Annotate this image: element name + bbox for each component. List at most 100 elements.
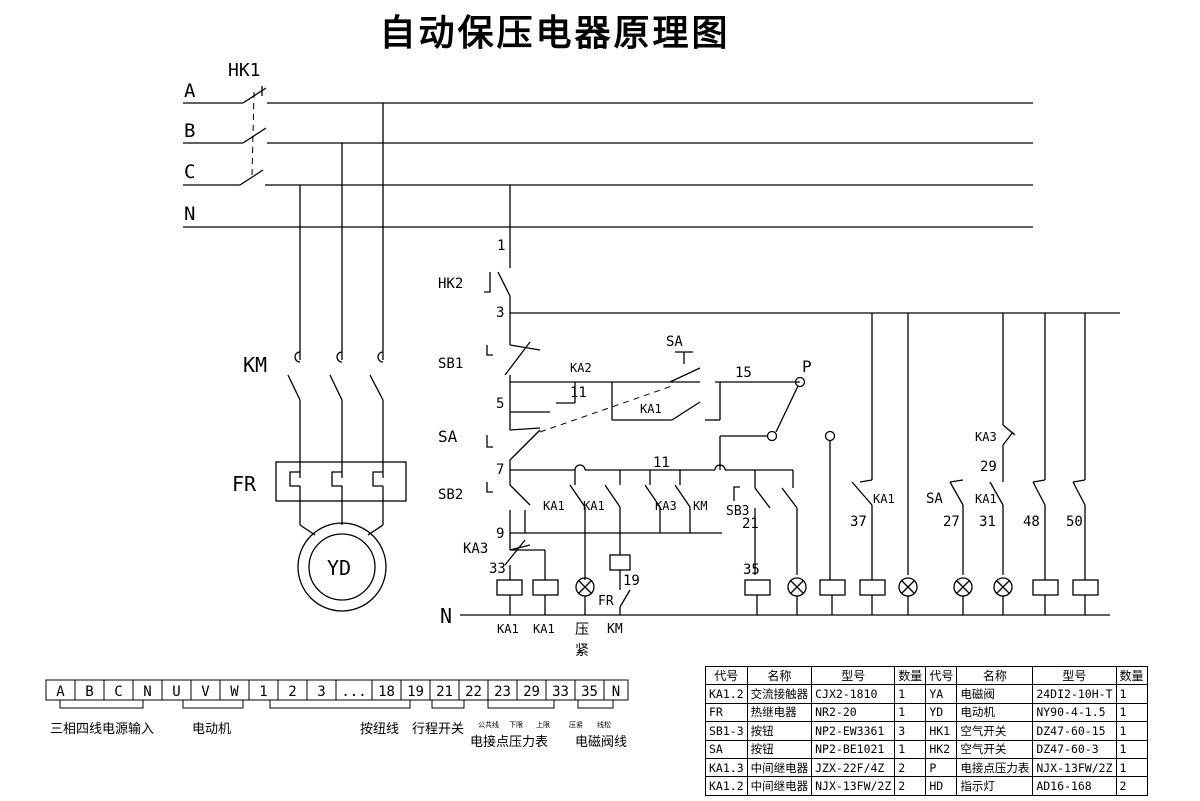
bottom-ya: 压 [575, 622, 589, 638]
bom-header-name2: 名称 [956, 665, 1034, 686]
node-35: 35 [743, 562, 760, 578]
bom-header-qty2: 数量 [1115, 665, 1148, 686]
table-cell: P [925, 757, 958, 778]
label-KA1-upper: KA1 [640, 402, 662, 416]
terminal-cell [603, 679, 629, 701]
node-50: 50 [1066, 514, 1083, 530]
table-cell: NR2-20 [811, 702, 896, 723]
bottom-KA1-b: KA1 [533, 622, 555, 636]
label-A: A [184, 80, 196, 102]
group-sub-loose: 线松 [597, 720, 611, 729]
table-cell: 热继电器 [746, 702, 813, 723]
table-cell: DZ47-60-15 [1032, 721, 1117, 741]
table-cell: DZ47-60-3 [1032, 739, 1117, 759]
table-cell: 指示灯 [956, 776, 1034, 796]
terminal-brackets [59, 700, 614, 709]
table-cell: 1 [894, 739, 927, 759]
table-cell: FR [705, 702, 748, 723]
label-B: B [184, 120, 195, 142]
table-cell: HK2 [925, 739, 958, 759]
terminal-label: C [114, 684, 122, 700]
terminal-label: N [143, 684, 151, 700]
table-cell: 电接点压力表 [956, 757, 1034, 778]
table-cell: 2 [1115, 776, 1148, 796]
group-button: 按纽线 [360, 722, 399, 737]
group-sub-high: 上限 [536, 720, 550, 729]
table-cell: 按钮 [746, 739, 813, 759]
label-P: P [802, 357, 812, 376]
label-SA-right: SA [926, 491, 943, 507]
label-FR-contact: FR [598, 594, 614, 609]
label-KA3-a: KA3 [463, 541, 488, 557]
table-cell: JZX-22F/4Z [811, 757, 896, 778]
group-sub-common: 公共线 [478, 720, 499, 729]
terminal-label: ... [341, 684, 366, 700]
label-HK1: HK1 [228, 60, 261, 81]
label-SB1: SB1 [438, 356, 463, 372]
table-cell: NJX-13FW/2Z [1032, 757, 1117, 778]
table-cell: HK1 [925, 721, 958, 741]
table-cell: 中间继电器 [746, 776, 813, 796]
table-cell: 1 [1115, 739, 1148, 759]
label-SA-top: SA [666, 334, 683, 350]
node-3: 3 [496, 305, 504, 321]
terminal-label: 35 [581, 684, 598, 700]
label-KA1-c: KA1 [583, 499, 605, 513]
label-KM: KM [243, 353, 267, 377]
label-KA2: KA2 [570, 361, 592, 375]
motor-circuit [275, 103, 407, 612]
label-KA1-d: KA1 [873, 492, 895, 506]
bom-header-qty1: 数量 [894, 665, 927, 686]
bom-header-model1: 型号 [811, 665, 896, 686]
label-KA1-e: KA1 [975, 492, 997, 506]
node-29: 29 [980, 459, 997, 475]
table-cell: CJX2-1810 [811, 684, 896, 704]
node-19: 19 [623, 573, 640, 589]
terminal-label: A [56, 684, 65, 700]
bom-header-name1: 名称 [746, 665, 813, 686]
label-KM-contact: KM [693, 499, 707, 513]
table-cell: KA1.3 [705, 757, 748, 778]
group-valve: 电磁阀线 [575, 735, 627, 750]
terminal-label: 22 [465, 684, 482, 700]
terminal-label: 2 [288, 684, 296, 700]
label-YD: YD [327, 556, 351, 580]
label-SB2: SB2 [438, 487, 463, 503]
table-cell: 24DI2-10H-T [1032, 684, 1117, 704]
node-48: 48 [1023, 514, 1040, 530]
label-N: N [184, 203, 195, 225]
node-33: 33 [489, 561, 506, 577]
terminal-label: 21 [436, 684, 453, 700]
label-N-bottom: N [440, 604, 452, 628]
label-FR: FR [232, 472, 257, 496]
terminal-label: 23 [494, 684, 511, 700]
bottom-jin: 紧 [575, 643, 589, 659]
node-7: 7 [496, 462, 504, 478]
table-cell: KA1.2 [705, 684, 748, 704]
label-KA3-b: KA3 [655, 499, 677, 513]
label-KA1-b: KA1 [543, 499, 565, 513]
node-1: 1 [497, 238, 505, 254]
table-cell: 1 [1115, 721, 1148, 741]
table-cell: 1 [1115, 702, 1148, 723]
table-cell: 电磁阀 [956, 684, 1034, 704]
terminal-label: 1 [259, 684, 267, 700]
terminal-label: 33 [552, 684, 569, 700]
table-cell: 电动机 [956, 702, 1034, 723]
terminal-label: N [612, 684, 620, 700]
node-27: 27 [943, 514, 960, 530]
group-limit: 行程开关 [412, 722, 464, 737]
table-cell: 按钮 [746, 721, 813, 741]
bottom-KA1-a: KA1 [497, 622, 519, 636]
label-C: C [184, 161, 195, 183]
node-11b: 11 [653, 455, 670, 471]
